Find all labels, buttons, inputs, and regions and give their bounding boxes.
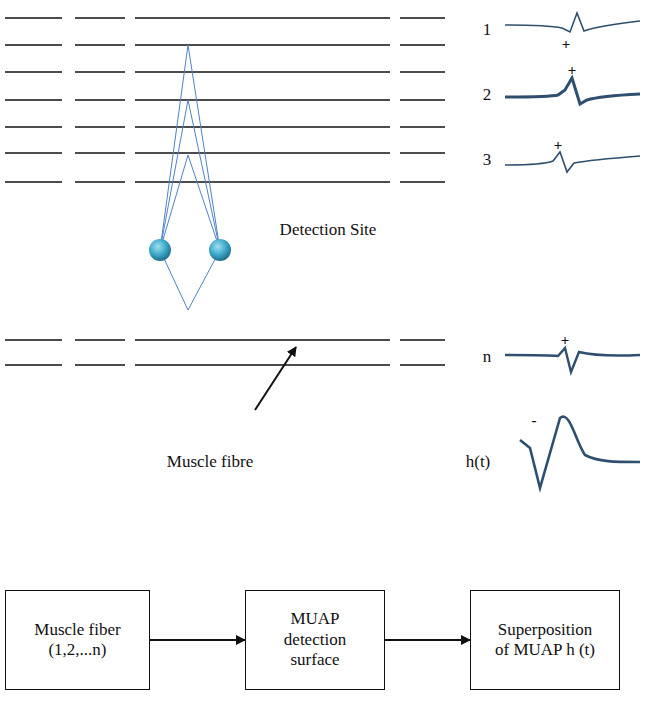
box-text: MUAP detection surface	[270, 609, 360, 670]
box-text: Muscle fiber (1,2,...n)	[28, 620, 128, 661]
row-number: n	[483, 348, 492, 367]
muscle-fibre-lines	[5, 18, 445, 365]
part-label: Muscle fibre	[167, 453, 253, 472]
fibre-waveforms	[505, 13, 640, 488]
row-number: 2	[483, 86, 492, 105]
polarity-sign: +	[562, 36, 571, 53]
detection-field-lines	[160, 45, 220, 310]
polarity-sign: +	[568, 62, 577, 79]
pointer-arrow	[255, 347, 296, 410]
polarity-sign: -	[532, 412, 537, 429]
signal-name: h(t)	[466, 453, 491, 472]
flow-arrow	[150, 639, 245, 641]
site-label: Detection Site	[280, 221, 377, 240]
row-number: 1	[483, 21, 492, 40]
process-box: MUAP detection surface	[245, 590, 385, 690]
polarity-sign: +	[561, 332, 570, 349]
process-box: Muscle fiber (1,2,...n)	[5, 590, 150, 690]
electrode-balls	[149, 239, 231, 261]
row-number: 3	[483, 151, 492, 170]
flow-arrow	[385, 639, 470, 641]
polarity-sign: +	[554, 137, 563, 154]
process-box: Superposition of MUAP h (t)	[470, 590, 620, 690]
box-text: Superposition of MUAP h (t)	[490, 620, 600, 661]
